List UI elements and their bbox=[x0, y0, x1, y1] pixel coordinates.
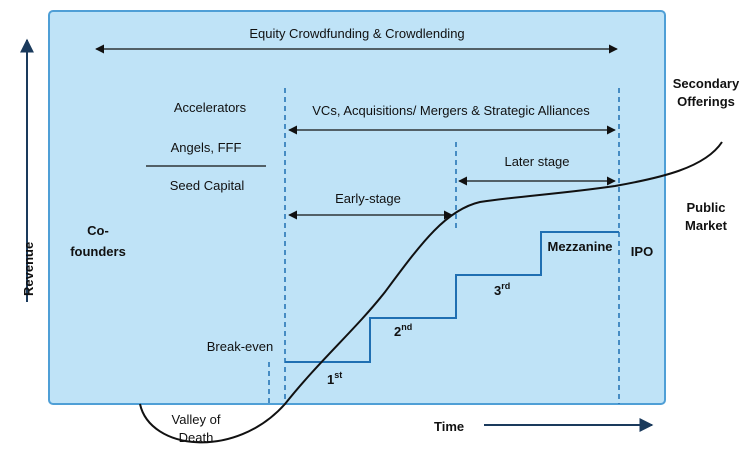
revenue-curve bbox=[139, 141, 723, 444]
round-1-label: 1st bbox=[327, 370, 342, 387]
cofounders-label-line1: Co- bbox=[87, 223, 109, 238]
funding-round-steps bbox=[285, 231, 619, 363]
angels-label: Angels, FFF bbox=[171, 140, 242, 155]
valley-label-line2: Death bbox=[179, 430, 214, 445]
x-axis-label: Time bbox=[434, 419, 464, 434]
round-3-label: 3rd bbox=[494, 281, 510, 298]
stage-panel bbox=[48, 10, 666, 405]
secondary-offerings-line1: Secondary bbox=[673, 76, 740, 91]
mezzanine-label: Mezzanine bbox=[547, 239, 612, 254]
vcs-label: VCs, Acquisitions/ Mergers & Strategic A… bbox=[312, 103, 590, 118]
accelerators-label: Accelerators bbox=[174, 100, 247, 115]
ipo-label: IPO bbox=[631, 244, 653, 259]
valley-label-line1: Valley of bbox=[172, 412, 221, 427]
early-stage-label: Early-stage bbox=[335, 191, 401, 206]
later-stage-label: Later stage bbox=[504, 154, 569, 169]
top-span-label: Equity Crowdfunding & Crowdlending bbox=[249, 26, 464, 41]
cofounders-label-line2: founders bbox=[70, 244, 126, 259]
public-market-line2: Market bbox=[685, 218, 728, 233]
secondary-offerings-line2: Offerings bbox=[677, 94, 735, 109]
public-market-line1: Public bbox=[686, 200, 725, 215]
y-axis-label: Revenue bbox=[21, 242, 36, 296]
seed-capital-label: Seed Capital bbox=[170, 178, 245, 193]
round-2-label: 2nd bbox=[394, 322, 412, 339]
break-even-label: Break-even bbox=[207, 339, 273, 354]
